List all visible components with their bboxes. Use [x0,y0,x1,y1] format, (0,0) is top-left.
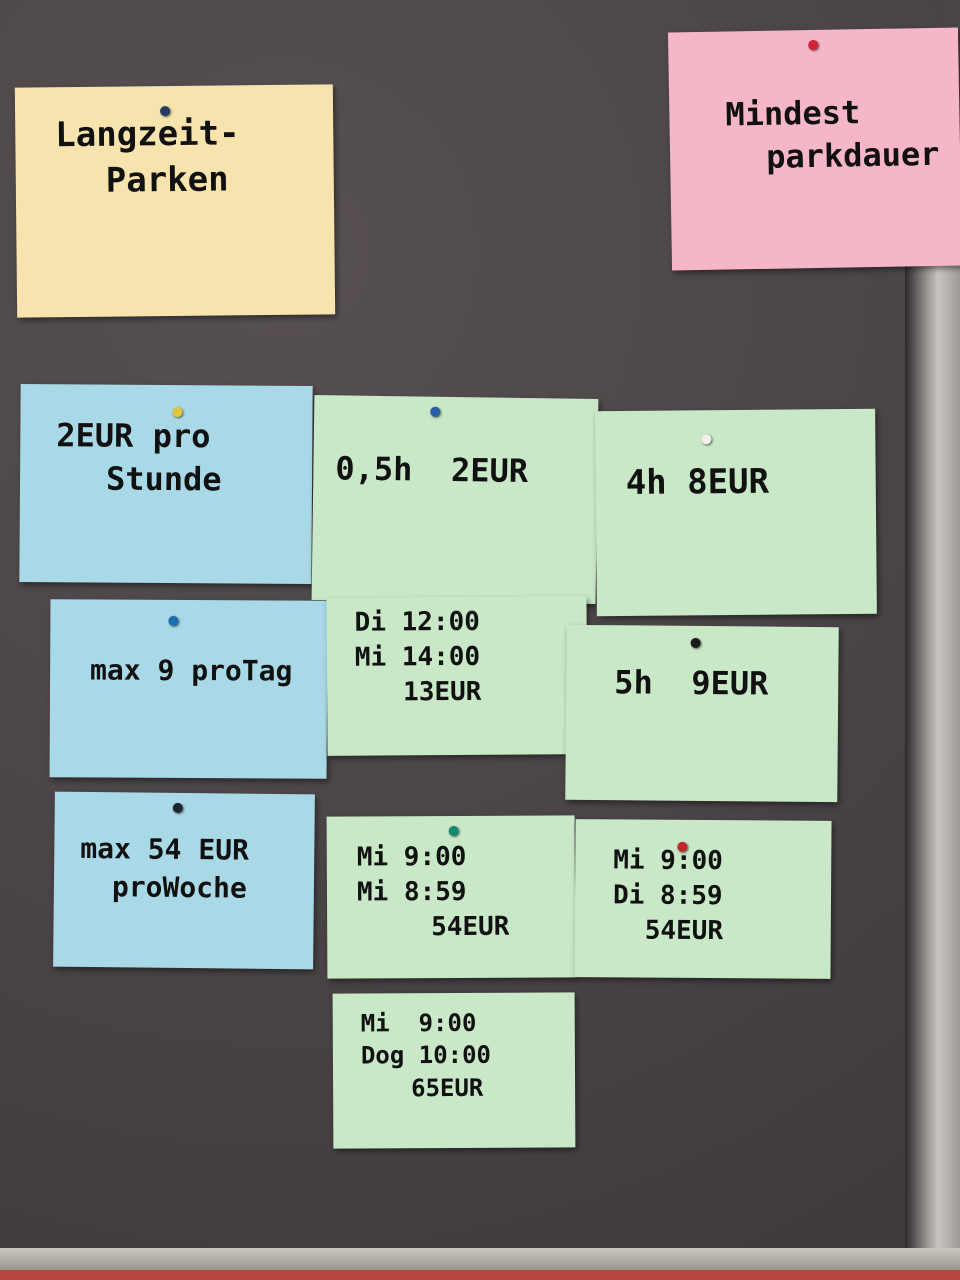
note-rate-per-hour: 2EUR pro Stunde [19,383,313,585]
note-line: Mi 9:00 [356,841,467,873]
note-mindestparkdauer: Mindest parkdauer [667,27,960,271]
note-line: 54EUR [431,911,510,943]
note-line: Di 12:00 [354,606,480,638]
pin-icon [160,106,171,117]
board-frame-right [905,240,960,1280]
note-line: 0,5h 2EUR [335,449,529,491]
note-line: Di 8:59 [612,880,723,912]
pin-icon [677,841,688,852]
note-line: Mi 14:00 [354,641,481,673]
note-line: Mi 9:00 [613,845,723,877]
note-five-hours-price: 5h 9EUR [565,624,839,803]
note-line: Dog 10:00 [360,1041,492,1070]
note-max-per-day: max 9 proTag [49,599,328,779]
note-line: 4h 8EUR [625,461,770,503]
note-line: proWoche [111,870,247,905]
note-max-per-week: max 54 EUR proWoche [53,791,315,970]
note-line: 54EUR [644,915,724,947]
note-mi-mi-price: Mi 9:00 Mi 8:59 54EUR [326,815,576,979]
note-line: max 9 proTag [90,653,293,688]
pin-icon [172,407,183,418]
floor-strip [0,1270,960,1280]
note-line: Parken [105,159,229,201]
pin-icon [448,825,459,837]
note-line: Mi 8:59 [356,877,467,908]
pin-icon [172,802,183,813]
note-line: Mindest [725,93,861,134]
pin-icon [430,406,441,417]
note-mi-dog-price: Mi 9:00 Dog 10:00 65EUR [332,992,576,1149]
note-langzeit-parken: Langzeit- Parken [14,84,336,318]
note-line: 5h 9EUR [614,663,769,703]
note-line: parkdauer [765,135,940,177]
note-mi-di-price: Mi 9:00 Di 8:59 54EUR [574,819,832,979]
note-line: Mi 9:00 [360,1008,477,1038]
note-line: 2EUR pro [56,416,211,456]
pin-icon [168,615,179,626]
note-line: 65EUR [411,1073,484,1103]
note-line: Stunde [105,459,222,499]
note-half-hour-price: 0,5h 2EUR [311,395,599,604]
note-di-mi-price: Di 12:00 Mi 14:00 13EUR [326,596,588,756]
note-line: Langzeit- [55,113,240,156]
note-four-hours-price: 4h 8EUR [595,408,877,617]
pin-icon [808,39,819,51]
note-line: max 54 EUR [80,831,250,867]
note-line: 13EUR [403,677,482,708]
pin-icon [701,434,712,445]
pin-icon [690,637,701,648]
